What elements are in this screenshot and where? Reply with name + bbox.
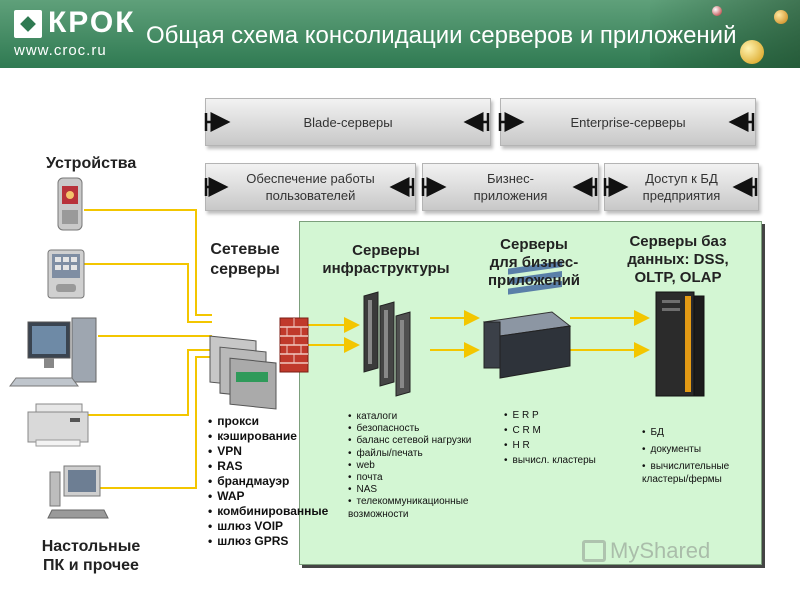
business-application-item: H R bbox=[504, 438, 624, 453]
business-server-icon bbox=[482, 261, 572, 379]
network-service-item: WAP bbox=[208, 489, 358, 504]
business-application-item: вычисл. кластеры bbox=[504, 453, 624, 468]
infrastructure-service-item: баланс сетевой нагрузки bbox=[348, 435, 508, 447]
business-apps-label: Бизнес- приложения bbox=[473, 171, 548, 203]
network-service-item: VPN bbox=[208, 444, 358, 459]
database-service-item: БД bbox=[642, 426, 760, 439]
infrastructure-service-item: каталоги bbox=[348, 411, 508, 423]
blade-servers-label: Blade-серверы bbox=[303, 114, 393, 130]
network-service-item: RAS bbox=[208, 459, 358, 474]
business-servers-title: Серверы для бизнес- приложений bbox=[487, 236, 581, 289]
enterprise-servers-label: Enterprise-серверы bbox=[570, 114, 686, 130]
network-service-item: брандмауэр bbox=[208, 474, 358, 489]
infrastructure-service-item: телекоммуникационные возможности bbox=[348, 496, 508, 520]
desktop-pc-icon bbox=[47, 465, 109, 519]
device-connectors bbox=[84, 209, 212, 489]
printer-icon bbox=[27, 403, 89, 447]
infrastructure-service-item: web bbox=[348, 460, 508, 472]
business-applications-list: E R PC R MH Rвычисл. кластеры bbox=[504, 408, 624, 468]
database-servers-title: Серверы баз данных: DSS, OLTP, OLAP bbox=[627, 233, 729, 286]
business-application-item: E R P bbox=[504, 408, 624, 423]
devices-title: Устройства bbox=[46, 155, 137, 172]
mobile-phone-icon bbox=[57, 177, 83, 231]
infrastructure-service-item: безопасность bbox=[348, 423, 508, 435]
server-connectors bbox=[308, 310, 650, 358]
infrastructure-service-item: файлы/печать bbox=[348, 448, 508, 460]
firewall-icon bbox=[279, 317, 309, 373]
database-service-item: вычислительные кластеры/фермы bbox=[642, 460, 760, 486]
desktop-pcs-title: Настольные ПК и прочее bbox=[41, 538, 141, 574]
database-services-list: БД документы вычислительные кластеры/фермы bbox=[642, 426, 760, 490]
database-service-item: документы bbox=[642, 443, 760, 456]
ornament-ball bbox=[712, 6, 722, 16]
enterprise-servers-bar: Enterprise-серверы bbox=[500, 98, 756, 146]
watermark: MyShared bbox=[610, 538, 711, 563]
blade-server-stack bbox=[209, 335, 277, 410]
database-server-icon bbox=[655, 291, 705, 397]
network-service-item: шлюз VOIP bbox=[208, 519, 358, 534]
infrastructure-services-list: каталогибезопасностьбаланс сетевой нагру… bbox=[348, 411, 508, 521]
infrastructure-service-item: NAS bbox=[348, 484, 508, 496]
business-application-item: C R M bbox=[504, 423, 624, 438]
page-title: Общая схема консолидации серверов и прил… bbox=[146, 22, 737, 49]
db-access-label: Доступ к БД предприятия bbox=[642, 171, 721, 203]
network-service-item: кэширование bbox=[208, 429, 358, 444]
user-support-label: Обеспечение работы пользователей bbox=[246, 171, 375, 203]
croc-logo-icon bbox=[14, 10, 42, 38]
logo-url[interactable]: www.croc.ru bbox=[14, 42, 107, 59]
infrastructure-servers-icon bbox=[363, 291, 411, 397]
network-service-item: прокси bbox=[208, 414, 358, 429]
network-service-item: комбинированные bbox=[208, 504, 358, 519]
pda-icon bbox=[47, 249, 85, 299]
logo-name: КРОК bbox=[48, 6, 136, 39]
ornament-ball bbox=[774, 10, 788, 24]
business-apps-bar: Бизнес- приложения bbox=[422, 163, 599, 211]
network-servers-title: Сетевые серверы bbox=[210, 241, 280, 278]
network-services-list: проксикэшированиеVPNRASбрандмауэрWAPкомб… bbox=[208, 414, 358, 549]
header-banner: КРОК www.croc.ru Общая схема консолидаци… bbox=[0, 0, 800, 68]
network-service-item: шлюз GPRS bbox=[208, 534, 358, 549]
myshared-logo-icon bbox=[582, 540, 606, 562]
infrastructure-service-item: почта bbox=[348, 472, 508, 484]
desktop-computer-icon bbox=[9, 317, 97, 387]
infrastructure-servers-title: Серверы инфраструктуры bbox=[322, 242, 450, 277]
blade-servers-bar: Blade-серверы bbox=[205, 98, 491, 146]
ornament-ball bbox=[740, 40, 764, 64]
